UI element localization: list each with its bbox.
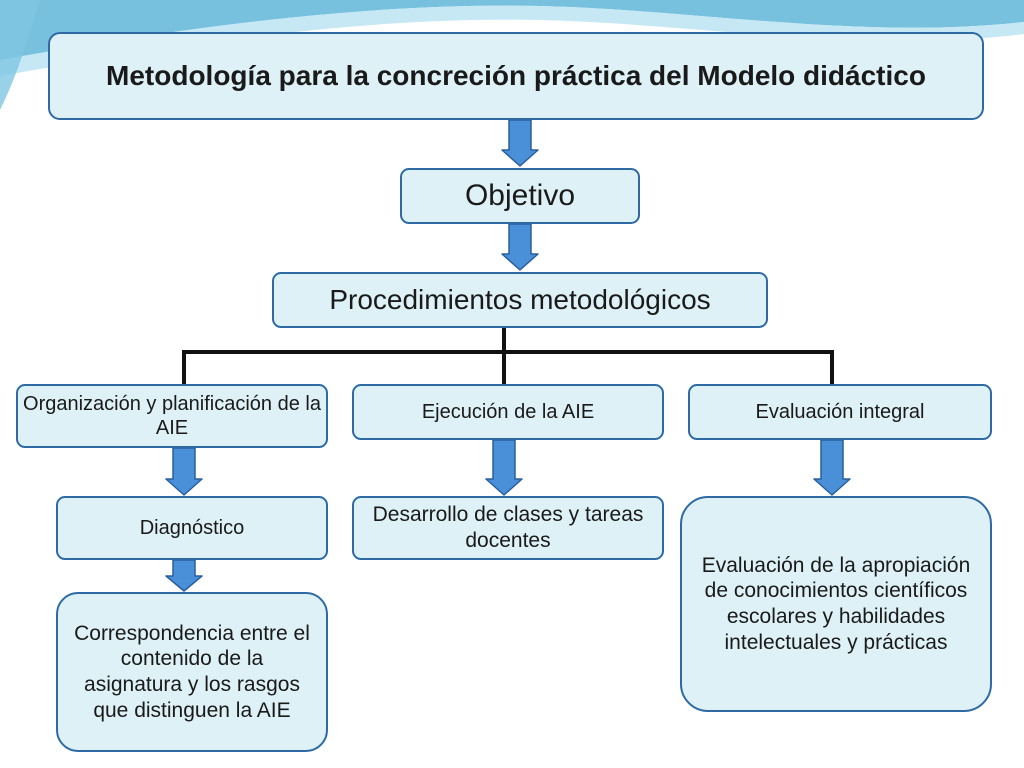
node-correspondencia-text: Correspondencia entre el contenido de la…	[74, 621, 310, 722]
node-diagnostico-text: Diagnóstico	[139, 516, 245, 539]
node-ejecucion: Ejecución de la AIE	[352, 384, 664, 440]
arrow-down-icon	[485, 439, 523, 496]
node-organizacion-planificacion: Organización y planificación de la AIE	[16, 384, 328, 448]
wave-band-left	[0, 0, 40, 110]
arrow-down-icon	[501, 223, 539, 271]
node-objetivo: Objetivo	[400, 168, 640, 224]
wave-band-light	[0, 5, 1024, 76]
arrow-down-icon	[165, 559, 203, 592]
wave-band-top	[0, 0, 1024, 60]
node-procedimientos-metodologicos: Procedimientos metodológicos	[272, 272, 768, 328]
diagram-title: Metodología para la concreción práctica …	[48, 32, 984, 120]
node-objetivo-text: Objetivo	[464, 178, 576, 212]
node-ejecucion-text: Ejecución de la AIE	[421, 400, 595, 423]
tree-connector-lines	[182, 326, 834, 386]
diagram-title-text: Metodología para la concreción práctica …	[106, 59, 926, 91]
arrow-down-icon	[813, 439, 851, 496]
arrow-down-icon	[501, 119, 539, 167]
node-evaluacion-apropiacion: Evaluación de la apropiación de conocimi…	[680, 496, 992, 712]
node-evaluacion-integral: Evaluación integral	[688, 384, 992, 440]
node-procedimientos-text: Procedimientos metodológicos	[329, 283, 711, 315]
node-evaluacion-apropiacion-text: Evaluación de la apropiación de conocimi…	[701, 553, 971, 654]
node-desarrollo-text: Desarrollo de clases y tareas docentes	[372, 503, 644, 552]
node-desarrollo-clases: Desarrollo de clases y tareas docentes	[352, 496, 664, 560]
node-organizacion-text: Organización y planificación de la AIE	[23, 392, 321, 439]
node-correspondencia: Correspondencia entre el contenido de la…	[56, 592, 328, 752]
arrow-down-icon	[165, 447, 203, 496]
node-diagnostico: Diagnóstico	[56, 496, 328, 560]
node-evaluacion-integral-text: Evaluación integral	[755, 400, 925, 423]
